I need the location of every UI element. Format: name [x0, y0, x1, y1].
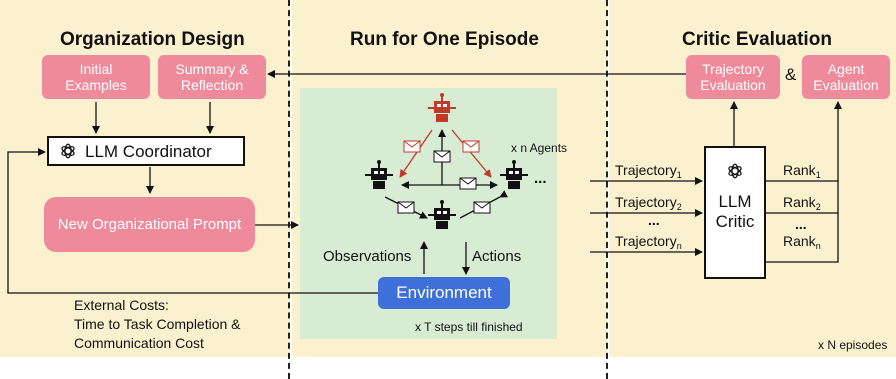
- rank-label-1: Rank1: [783, 162, 821, 180]
- envelope-icon: [473, 201, 491, 214]
- agents-ellipsis: ...: [534, 170, 547, 187]
- summary-reflection-box: Summary & Reflection: [158, 55, 266, 99]
- trajectory-label-n: Trajectoryn: [615, 233, 682, 251]
- ampersand-label: &: [785, 65, 797, 84]
- llm-critic-label: LLM Critic: [715, 192, 755, 231]
- trajectory-label-ellipsis: ...: [648, 212, 660, 228]
- divider-left: [288, 0, 290, 379]
- observations-label: Observations: [323, 248, 412, 265]
- robot-bottom-icon: [428, 200, 456, 229]
- section-title-run-episode: Run for One Episode: [350, 29, 539, 50]
- robot-right-icon: [500, 160, 528, 189]
- openai-icon: [728, 163, 742, 179]
- section-title-critic-evaluation: Critic Evaluation: [682, 29, 832, 50]
- trajectory-label-1: Trajectory1: [615, 162, 682, 180]
- arrow-red-right: [451, 129, 492, 178]
- envelope-icon: [459, 177, 477, 190]
- arrow-environment-to-coordinator: [7, 148, 378, 294]
- envelope-icon: [462, 140, 480, 153]
- divider-right: [606, 0, 608, 379]
- trajectory-label-2: Trajectory2: [615, 194, 682, 212]
- envelope-icon: [397, 201, 415, 214]
- n-agents-label: x n Agents: [511, 141, 568, 155]
- llm-critic-box: LLM Critic: [704, 146, 766, 279]
- actions-label: Actions: [472, 248, 522, 265]
- initial-examples-box: Initial Examples: [42, 55, 150, 99]
- envelope-icon: [403, 140, 421, 153]
- llm-coordinator-label: LLM Coordinator: [85, 142, 212, 161]
- arrow-ranks-to-agent-eval: [764, 180, 839, 263]
- n-episodes-label: x N episodes: [818, 338, 888, 352]
- environment-box: Environment: [378, 277, 510, 309]
- new-organizational-prompt-box: New Organizational Prompt: [44, 197, 255, 252]
- arrow-red-left: [399, 129, 433, 178]
- openai-icon: [61, 143, 75, 159]
- external-costs-text: External Costs: Time to Task Completion …: [74, 297, 241, 351]
- rank-label-2: Rank2: [783, 194, 821, 212]
- rank-label-n: Rankn: [783, 233, 821, 251]
- agent-evaluation-box: Agent Evaluation: [802, 55, 890, 99]
- robot-left-icon: [365, 160, 393, 189]
- rank-label-ellipsis: ...: [795, 216, 807, 232]
- robot-top-icon: [428, 93, 456, 122]
- trajectory-evaluation-box: Trajectory Evaluation: [686, 55, 780, 99]
- section-title-organization-design: Organization Design: [60, 29, 245, 50]
- t-steps-label: x T steps till finished: [415, 320, 523, 334]
- llm-coordinator-box: LLM Coordinator: [47, 136, 245, 166]
- envelope-icon: [433, 150, 451, 163]
